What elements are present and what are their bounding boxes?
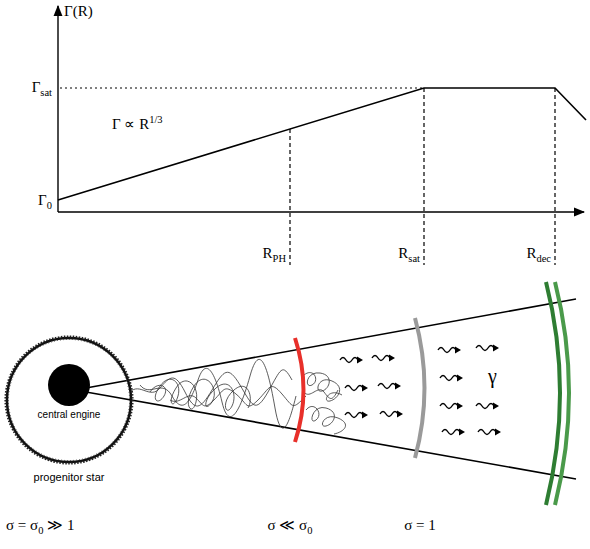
x-axis — [58, 211, 584, 212]
engine-disc — [48, 364, 90, 406]
progenitor-star: central engine progenitor star — [2, 335, 136, 497]
central-engine: central engine — [29, 363, 109, 425]
magnetization-label: σ ≪ σ0 — [268, 516, 313, 538]
node-label: central engine — [29, 409, 109, 420]
axis-value: Γ0 — [38, 191, 52, 213]
radius-label: RPH — [263, 244, 286, 266]
node-label: progenitor star — [2, 471, 136, 483]
photon-label: γ — [488, 364, 497, 388]
rdec-dashed-line — [554, 88, 555, 265]
cone-edge — [86, 299, 576, 388]
curve-label: Γ ∝ R1/3 — [112, 114, 163, 133]
saturation-dotted-line — [60, 88, 424, 89]
radius-label: Rdec — [526, 244, 551, 266]
star-outline — [8, 339, 129, 460]
deceleration-arc — [555, 282, 569, 505]
lorentz-factor-curve — [58, 88, 586, 200]
axis-value: Γsat — [32, 78, 52, 100]
magnetization-label: σ = σ0 ≫ 1 — [6, 516, 74, 538]
star-outline — [5, 336, 132, 463]
saturation-arc — [415, 318, 425, 458]
y-axis — [57, 6, 58, 212]
tangled-field — [130, 359, 346, 434]
axis-title: Γ(R) — [64, 2, 93, 20]
photosphere-arc — [295, 338, 304, 442]
rph-dashed-line — [289, 129, 290, 265]
deceleration-arc — [546, 282, 560, 505]
cone-edge — [86, 392, 576, 479]
star-outline — [7, 338, 131, 462]
photon-arrows — [340, 345, 501, 436]
magnetization-label: σ = 1 — [404, 516, 436, 534]
rsat-dashed-line — [423, 88, 424, 265]
radius-label: Rsat — [398, 244, 420, 266]
